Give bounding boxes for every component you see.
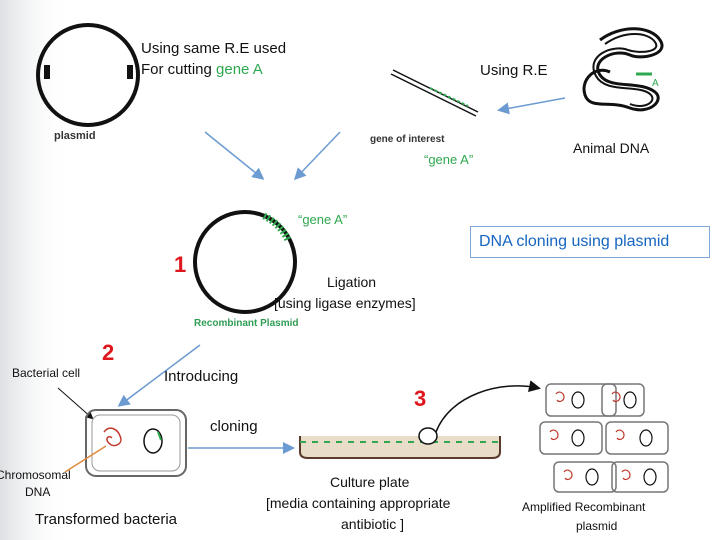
amplified-plasmid-label: plasmid (576, 519, 618, 533)
introducing-label: Introducing (164, 368, 239, 385)
arrow-colony-to-amplified (435, 380, 541, 433)
ligation-label: Ligation (327, 274, 377, 290)
title-box: DNA cloning using plasmid (470, 226, 710, 258)
arrow-gene-to-ring (293, 131, 341, 181)
arrow-label-to-cell (57, 387, 94, 420)
using-re-label: Using R.E (480, 62, 548, 79)
gene-a-text: gene A (216, 61, 263, 78)
amplified-bacteria-grid (539, 383, 669, 493)
animal-gene-marker: A (652, 78, 659, 89)
ligase-enzymes-label: [using ligase enzymes] (274, 295, 416, 311)
animal-dna-strand (582, 27, 664, 112)
arrow-plasmid-to-cell (117, 344, 201, 407)
for-cutting-gene-label: For cutting gene A (141, 61, 263, 78)
side-stripe (0, 0, 70, 540)
using-same-re-label: Using same R.E used (141, 40, 287, 57)
media-label: [media containing appropriate (266, 495, 451, 511)
step-2-number: 2 (102, 340, 115, 365)
transformed-bacteria-label: Transformed bacteria (35, 511, 178, 528)
antibiotic-label: antibiotic ] (341, 516, 405, 532)
step-1-number: 1 (174, 252, 187, 277)
arrow-plasmid-to-ring (204, 131, 265, 180)
culture-plate-label: Culture plate (330, 474, 410, 490)
gene-a-ring-label: “gene A” (298, 212, 348, 227)
amplified-plasmid-marks (549, 391, 657, 486)
recombinant-plasmid-label: Recombinant Plasmid (194, 318, 299, 329)
diagram-title: DNA cloning using plasmid (479, 233, 670, 250)
animal-dna-label: Animal DNA (573, 140, 650, 156)
for-cutting-text: For cutting (141, 61, 217, 78)
plasmid-circle-top (36, 23, 140, 127)
bacterial-cell-label: Bacterial cell (12, 366, 81, 380)
plasmid-label: plasmid (54, 130, 96, 142)
bacterium-cell (85, 409, 187, 477)
dna-label: DNA (25, 485, 51, 499)
amplified-label: Amplified Recombinant (522, 500, 646, 514)
gene-a-quote-label: “gene A” (424, 152, 474, 167)
culture-plate (299, 427, 501, 459)
chromosomal-label: Chromosomal (0, 468, 71, 482)
arrow-chromosome (64, 445, 107, 473)
arrow-re-to-fragment (497, 97, 566, 115)
cloning-label: cloning (210, 418, 258, 435)
gene-of-interest-label: gene of interest (370, 134, 445, 145)
recombinant-plasmid-circle (193, 210, 297, 314)
gene-fragment (390, 69, 479, 117)
step-3-number: 3 (414, 386, 427, 411)
